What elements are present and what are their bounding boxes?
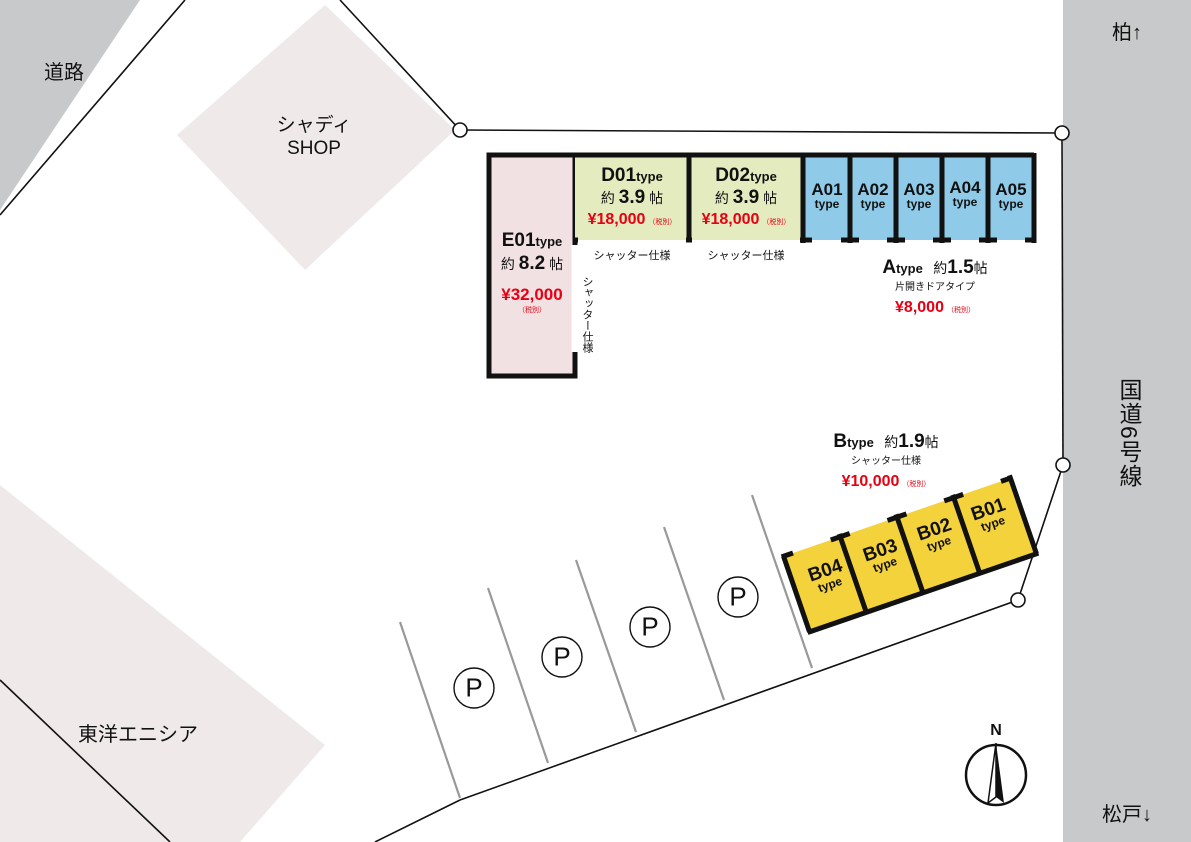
e01-area-prefix: 約: [500, 256, 515, 272]
d02-tax: （税別）: [762, 219, 791, 226]
parking-marker: [717, 576, 759, 618]
b-type-door: シャッター仕様: [851, 456, 921, 467]
e01-area-unit: 帖: [549, 256, 564, 272]
parking-p-label: P: [465, 672, 483, 703]
unit-b01[interactable]: [953, 478, 1037, 574]
south-direction-label: 松戸↓: [1102, 804, 1152, 826]
d02-shutter-note: シャッター仕様: [707, 250, 785, 262]
a-type-area-prefix: 約: [933, 260, 948, 276]
compass: [964, 742, 1028, 807]
a-type-tax: （税別）: [946, 307, 975, 314]
shady-shop-name: シャディ: [276, 115, 352, 136]
parking-marker: [629, 606, 671, 648]
d02-area-unit: 帖: [763, 190, 778, 206]
a-type-letter: A: [882, 257, 897, 278]
a-units-block: [800, 152, 1037, 243]
shady-shop-label: シャディ SHOP: [277, 114, 352, 160]
d02-name: D02: [715, 165, 751, 186]
b-type-area: 1.9: [898, 431, 925, 452]
d-units-walls: [575, 152, 803, 243]
e01-area: 8.2: [518, 253, 546, 274]
b-type-info: Btype 約1.9帖 シャッター仕様 ¥10,000（税別）: [833, 430, 938, 498]
unit-b04[interactable]: [783, 536, 867, 632]
unit-a02[interactable]: [850, 155, 896, 240]
e01-tax: （税別）: [518, 307, 546, 314]
d01-name: D01: [601, 165, 637, 186]
b-type-tax: （税別）: [902, 481, 931, 488]
d01-shutter-note: シャッター仕様: [593, 250, 671, 262]
parking-p-label: P: [729, 581, 747, 612]
parking-p-label: P: [553, 641, 571, 672]
shady-shop-sub: SHOP: [287, 138, 341, 159]
d02-price: ¥18,000: [701, 211, 760, 228]
b-type-price: ¥10,000: [841, 473, 900, 490]
road-area: [0, 0, 140, 210]
d01-area-prefix: 約: [600, 190, 615, 206]
route6-label: 国道6号線: [1116, 378, 1142, 488]
e01-price: ¥32,000: [501, 285, 563, 304]
parking-marker: [453, 667, 495, 709]
b-type-area-prefix: 約: [884, 434, 899, 450]
e01-type: type: [535, 234, 563, 249]
unit-b02[interactable]: [896, 497, 980, 593]
e01-info: E01type 約 8.2 帖 ¥32,000 （税別）: [489, 230, 575, 315]
b-type-word: type: [847, 435, 874, 450]
a-type-price: ¥8,000: [895, 299, 944, 316]
parking-marker: [541, 636, 583, 678]
compass-n-label: N: [990, 722, 1002, 739]
d01-price: ¥18,000: [587, 211, 646, 228]
a-type-word: type: [896, 261, 923, 276]
b-type-letter: B: [833, 431, 848, 452]
boundary-vertices: [452, 122, 1071, 608]
d01-area: 3.9: [618, 187, 646, 208]
b-units-block: [780, 474, 1040, 635]
road-label: 道路: [44, 62, 84, 84]
parking-markers: [453, 576, 759, 709]
e01-name: E01: [501, 230, 536, 251]
unit-a03[interactable]: [896, 155, 942, 240]
north-direction-label: 柏↑: [1112, 22, 1142, 44]
unit-b03[interactable]: [840, 517, 924, 613]
a-type-door: 片開きドアタイプ: [895, 282, 975, 293]
d02-info: D02type 約 3.9 帖 ¥18,000（税別）: [702, 165, 791, 234]
unit-a01[interactable]: [803, 155, 850, 240]
parking-p-label: P: [641, 611, 659, 642]
e01-shutter-note: シャッター仕様: [581, 276, 593, 353]
property-boundary: [0, 0, 1064, 842]
d01-tax: （税別）: [648, 219, 677, 226]
d01-area-unit: 帖: [649, 190, 664, 206]
parking-lines: [398, 494, 814, 799]
a-type-info: Atype 約1.5帖 片開きドアタイプ ¥8,000（税別）: [882, 256, 987, 324]
b-type-area-unit: 帖: [924, 434, 939, 450]
toyo-enishia-label: 東洋エニシア: [78, 724, 198, 746]
route6-road: [1063, 0, 1191, 842]
shady-shop-building: [177, 5, 455, 270]
d02-type: type: [750, 169, 777, 184]
unit-a04[interactable]: [942, 155, 988, 240]
unit-d02[interactable]: [689, 155, 803, 240]
a-type-area: 1.5: [947, 257, 974, 278]
d02-area-prefix: 約: [714, 190, 729, 206]
a-type-area-unit: 帖: [973, 260, 988, 276]
d01-info: D01type 約 3.9 帖 ¥18,000（税別）: [588, 165, 677, 234]
unit-a05[interactable]: [988, 155, 1034, 240]
unit-e01[interactable]: [486, 152, 578, 379]
toyo-enishia-building: [0, 485, 325, 842]
unit-d01[interactable]: [575, 155, 689, 240]
d01-type: type: [636, 169, 663, 184]
d02-area: 3.9: [732, 187, 760, 208]
